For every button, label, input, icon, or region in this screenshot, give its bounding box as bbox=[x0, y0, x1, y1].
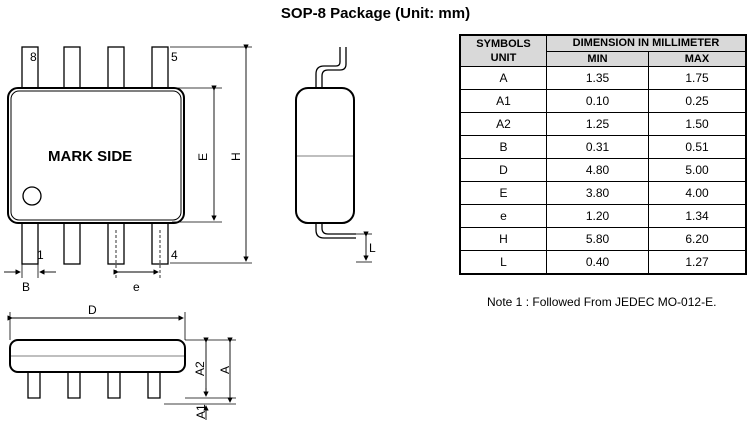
pin1-mark bbox=[22, 186, 42, 206]
mark-side-label: MARK SIDE bbox=[48, 148, 132, 165]
cell-symbol: A bbox=[459, 66, 547, 90]
cell-min: 4.80 bbox=[546, 158, 649, 182]
pin-5 bbox=[151, 46, 169, 90]
cell-max: 0.51 bbox=[648, 135, 747, 159]
cell-symbol: E bbox=[459, 181, 547, 205]
cell-min: 1.35 bbox=[546, 66, 649, 90]
label-A: A bbox=[218, 366, 232, 374]
cell-min: 3.80 bbox=[546, 181, 649, 205]
cell-max: 0.25 bbox=[648, 89, 747, 113]
label-pin4: 4 bbox=[171, 248, 178, 262]
label-pin1: 1 bbox=[37, 248, 44, 262]
cell-symbol: L bbox=[459, 250, 547, 275]
cell-max: 4.00 bbox=[648, 181, 747, 205]
label-B: B bbox=[22, 280, 30, 294]
header-max: MAX bbox=[648, 50, 747, 67]
page-title: SOP-8 Package (Unit: mm) bbox=[280, 5, 471, 22]
cell-symbol: B bbox=[459, 135, 547, 159]
cell-max: 1.27 bbox=[648, 250, 747, 275]
cell-max: 6.20 bbox=[648, 227, 747, 251]
cell-max: 5.00 bbox=[648, 158, 747, 182]
cell-max: 1.34 bbox=[648, 204, 747, 228]
header-dimension: DIMENSION IN MILLIMETER bbox=[546, 34, 747, 52]
cell-symbol: e bbox=[459, 204, 547, 228]
pin-7 bbox=[63, 46, 81, 90]
pin-2 bbox=[63, 221, 81, 265]
cell-min: 0.40 bbox=[546, 250, 649, 275]
header-min: MIN bbox=[546, 50, 649, 67]
cell-min: 1.25 bbox=[546, 112, 649, 136]
cell-symbol: A2 bbox=[459, 112, 547, 136]
label-A1: A1 bbox=[194, 404, 208, 419]
label-E: E bbox=[196, 153, 210, 161]
cell-min: 5.80 bbox=[546, 227, 649, 251]
cell-min: 0.31 bbox=[546, 135, 649, 159]
pin-1 bbox=[21, 221, 39, 265]
cell-max: 1.75 bbox=[648, 66, 747, 90]
cell-max: 1.50 bbox=[648, 112, 747, 136]
label-pin5: 5 bbox=[171, 50, 178, 64]
label-L: L bbox=[369, 241, 376, 255]
cell-symbol: A1 bbox=[459, 89, 547, 113]
cell-min: 0.10 bbox=[546, 89, 649, 113]
cell-symbol: D bbox=[459, 158, 547, 182]
pin-6 bbox=[107, 46, 125, 90]
side-body bbox=[295, 87, 355, 224]
label-A2: A2 bbox=[193, 361, 207, 376]
note: Note 1 : Followed From JEDEC MO-012-E. bbox=[487, 295, 717, 309]
label-H: H bbox=[229, 152, 243, 161]
cell-symbol: H bbox=[459, 227, 547, 251]
label-pin8: 8 bbox=[30, 50, 37, 64]
label-D: D bbox=[88, 303, 97, 317]
label-e: e bbox=[133, 280, 140, 294]
cell-min: 1.20 bbox=[546, 204, 649, 228]
package-body bbox=[7, 87, 185, 224]
